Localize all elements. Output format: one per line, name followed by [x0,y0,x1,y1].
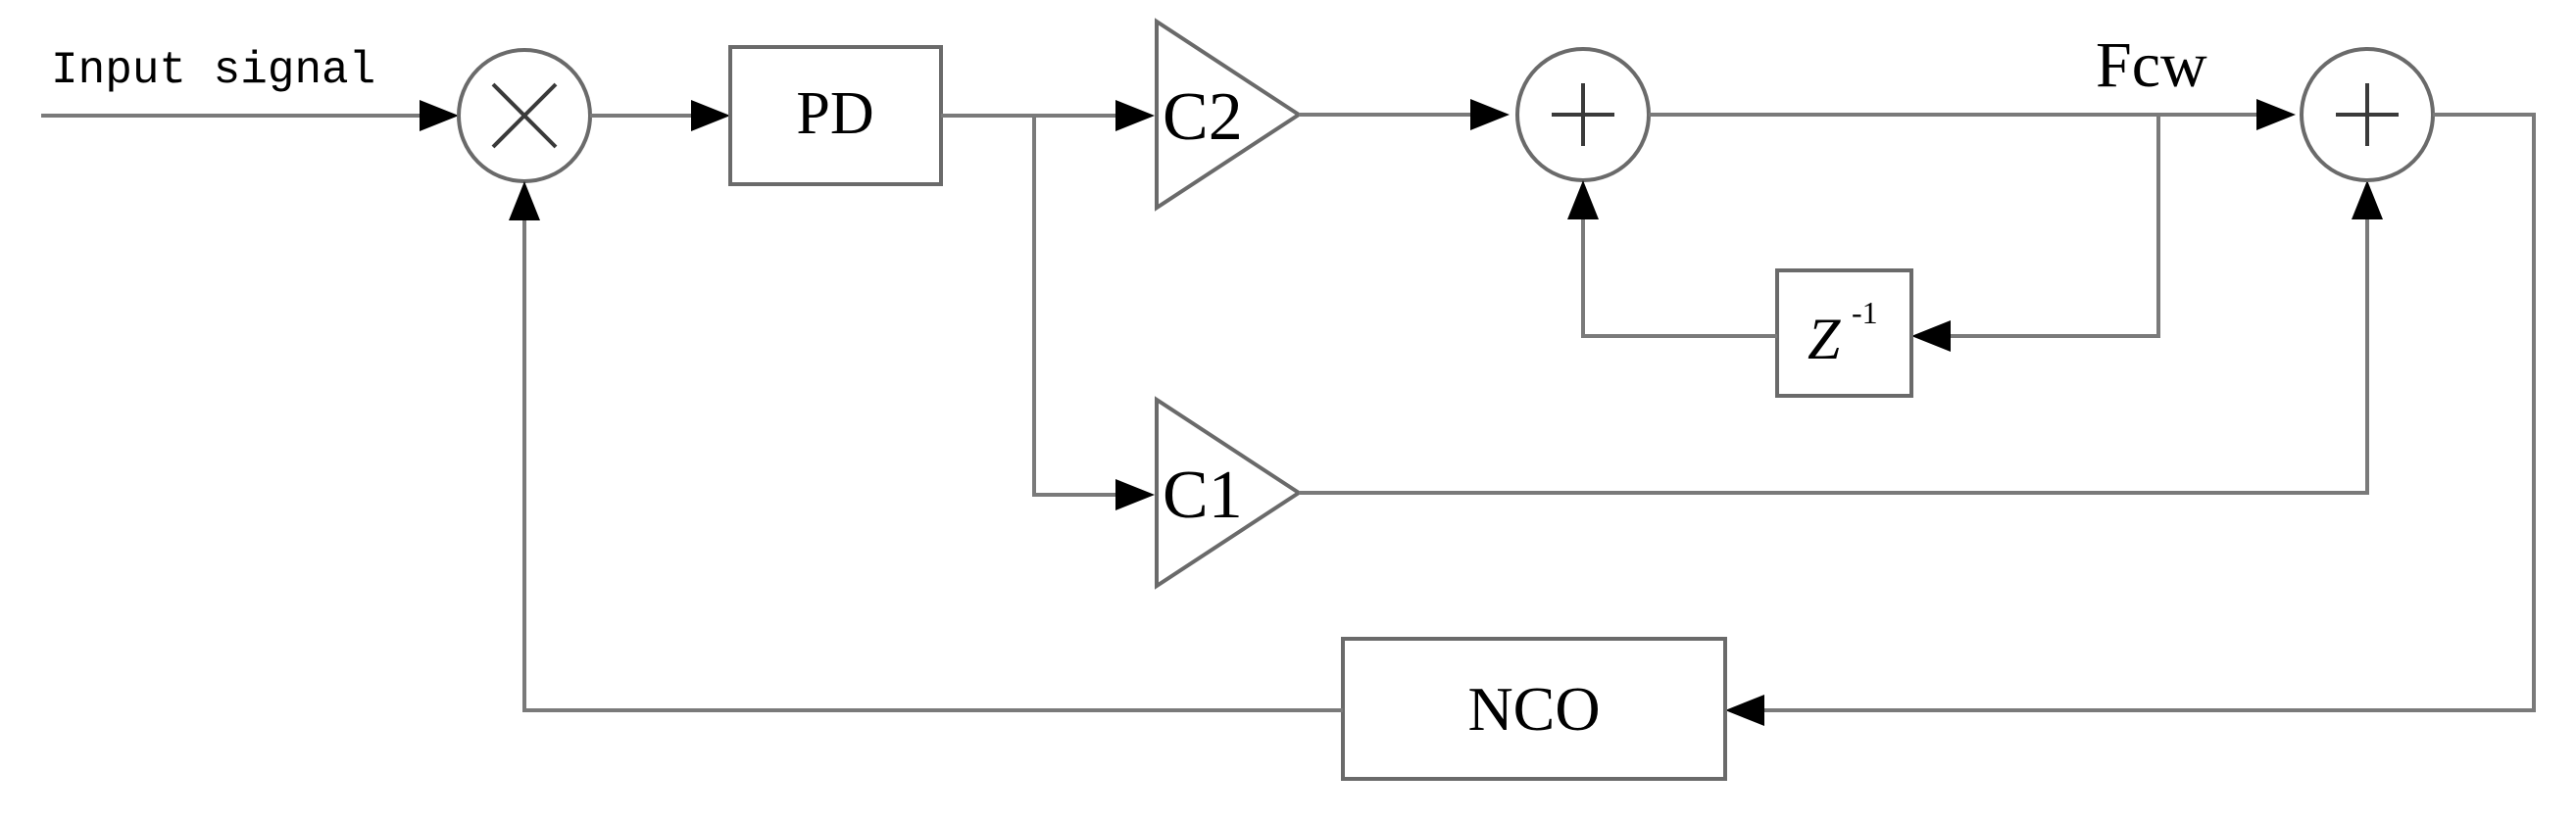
c1-arrow [1115,479,1155,510]
c1-to-adder2-line [1299,219,2369,495]
adder2-arrow [2256,99,2296,130]
delay-exponent: -1 [1852,295,1878,330]
pd-label: PD [796,80,873,147]
add-icon [2336,83,2399,146]
nco-label: NCO [1467,674,1600,744]
adder2-bottom-arrow [2352,180,2383,219]
fcw-to-delay-line [1951,115,2160,338]
pd-arrow [691,100,730,131]
c1-label: C1 [1163,458,1243,533]
adder1-arrow [1470,99,1510,130]
fcw-label: Fcw [2096,29,2207,101]
delay-base: Z [1808,307,1841,371]
nco-arrow [1725,695,1764,726]
add-icon [1552,83,1614,146]
delay-block [1775,268,1913,398]
c1-amplifier [1155,396,1303,590]
pd-block [728,45,943,186]
delay-arrow [1911,320,1951,352]
adder1-feedback-arrow [1567,180,1599,219]
multiplier-feedback-arrow [509,181,540,220]
input-signal-label: Input signal [51,45,375,96]
pd-to-c1-line [1032,116,1115,497]
c2-arrow [1115,100,1155,131]
nco-to-multiplier-line [522,220,1343,712]
c2-amplifier [1155,18,1303,212]
input-arrow [420,100,459,131]
adder2-to-nco-line [1764,113,2536,712]
delay-to-adder1-line [1581,219,1777,338]
multiply-icon [491,82,558,149]
nco-block [1341,637,1727,781]
c2-label: C2 [1163,79,1243,155]
delay-label: Z [1808,307,1841,371]
